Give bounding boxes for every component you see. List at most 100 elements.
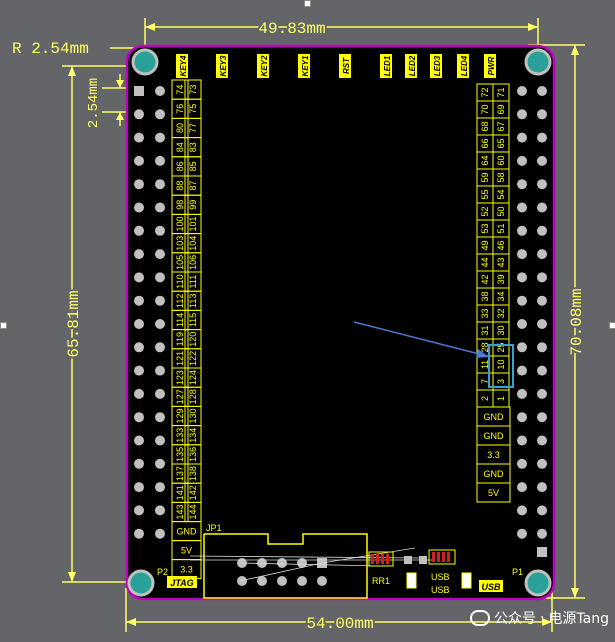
pin-number: 68 [480, 121, 490, 131]
pad [537, 179, 547, 190]
pin-number: 83 [188, 142, 198, 152]
pin-number: 128 [188, 389, 198, 404]
pad [155, 458, 165, 469]
top-label: PWR [484, 54, 496, 78]
pin-number: 76 [175, 104, 185, 114]
pin-number: 33 [480, 308, 490, 318]
top-label: RST [339, 54, 351, 78]
pad [297, 576, 307, 586]
rr1-label: RR1 [372, 576, 390, 586]
usb-label-2: USB [431, 585, 450, 595]
pin-number: 10 [496, 359, 506, 369]
pad [134, 365, 144, 376]
wechat-icon [469, 610, 490, 626]
pad [517, 295, 527, 306]
pad [537, 225, 547, 236]
p2-label: P2 [157, 567, 168, 577]
pin-number: 101 [188, 216, 198, 231]
top-label-text: KEY1 [301, 55, 310, 76]
pad [517, 458, 527, 469]
pin-number: 104 [188, 236, 198, 251]
pin-number: 51 [496, 223, 506, 233]
pad [537, 365, 547, 376]
pad [155, 202, 165, 213]
pin-number: 123 [175, 370, 185, 385]
pin-number: 110 [175, 274, 185, 288]
pad [155, 505, 165, 516]
pad [134, 435, 144, 446]
top-label: LED3 [430, 54, 442, 78]
resize-handle-top[interactable] [304, 0, 311, 7]
pad [277, 576, 287, 586]
pad [537, 249, 547, 260]
right-height-dimension: 70.08mm [568, 288, 586, 355]
pin-number: 39 [496, 274, 506, 284]
pointer-arrow [353, 321, 488, 357]
pin-number: 53 [480, 223, 490, 233]
pad [537, 155, 547, 166]
pad [155, 388, 165, 399]
pad [155, 528, 165, 539]
top-label-text: LED4 [460, 55, 469, 76]
pad [517, 86, 527, 96]
pin-number: 121 [175, 351, 185, 366]
left-height-dimension: 65.81mm [65, 290, 83, 357]
pad [517, 412, 527, 423]
pad [134, 249, 144, 260]
pad [537, 435, 547, 446]
pin-number: 34 [496, 291, 506, 301]
pin-number: 49 [480, 240, 490, 250]
pointer-arrowhead [476, 349, 489, 358]
pin-number: 2 [480, 396, 490, 401]
pad [134, 319, 144, 329]
pin-number: 115 [188, 313, 198, 327]
pad [237, 576, 247, 586]
pad [517, 202, 527, 213]
pad [155, 365, 165, 376]
pin-number: 84 [175, 142, 185, 152]
pad [155, 482, 165, 493]
power-label: 5V [488, 488, 499, 498]
pad [134, 412, 144, 423]
dimension-arrows [68, 23, 579, 626]
pin-number: 75 [188, 104, 198, 114]
watermark-sep: · [539, 610, 545, 626]
pin-number: 88 [175, 181, 185, 191]
pin-number: 130 [188, 408, 198, 423]
top-label: LED4 [457, 54, 469, 78]
pin-number: 7 [480, 379, 490, 384]
pin-number: 32 [496, 308, 506, 318]
pad [155, 249, 165, 260]
pad [517, 132, 527, 143]
pad [134, 109, 144, 120]
top-label-text: KEY3 [219, 55, 228, 76]
pin-number: 3 [496, 379, 506, 384]
power-label: GND [484, 431, 505, 441]
pad [517, 435, 527, 446]
pin-number: 137 [175, 466, 185, 481]
pin-number: 64 [480, 155, 490, 165]
pin-number: 72 [480, 87, 490, 97]
pad [537, 319, 547, 329]
pad [155, 225, 165, 236]
top-label: KEY4 [176, 54, 188, 78]
resize-handle-right[interactable] [609, 322, 615, 329]
pad [517, 155, 527, 166]
top-label-text: LED2 [408, 55, 417, 76]
pad [537, 342, 547, 353]
power-label: GND [177, 527, 198, 537]
pin-pitch-dimension: 2.54mm [86, 78, 102, 128]
power-label: 3.3 [180, 565, 193, 575]
pad [134, 458, 144, 469]
pin-number: 113 [188, 294, 198, 308]
top-label: LED1 [380, 54, 392, 78]
pin-number: 106 [188, 255, 198, 270]
pad [155, 109, 165, 120]
pad [155, 295, 165, 306]
pin-number: 30 [496, 325, 506, 335]
top-label-text: PWR [487, 56, 496, 75]
pad [155, 132, 165, 143]
resize-handle-left[interactable] [0, 322, 7, 329]
pin-number: 103 [175, 236, 185, 251]
